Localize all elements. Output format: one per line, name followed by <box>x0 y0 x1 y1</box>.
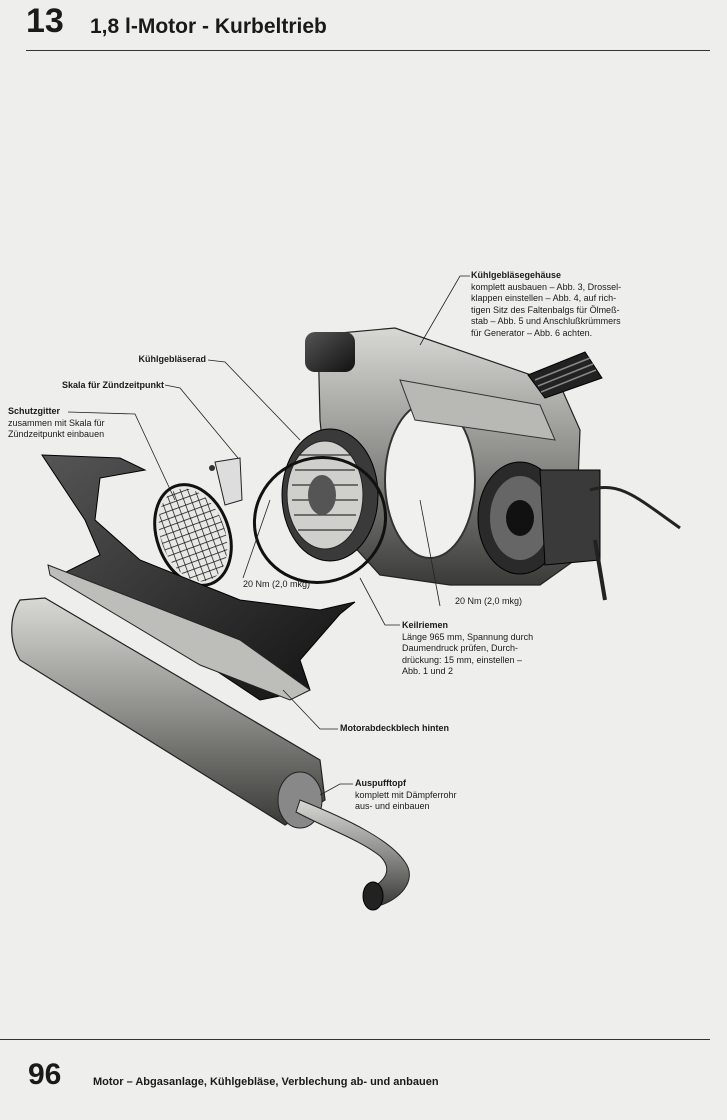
label-fan-wheel: Kühlgebläserad <box>138 354 206 364</box>
page-title: 1,8 l-Motor - Kurbeltrieb <box>90 15 327 38</box>
protective-grille <box>153 483 233 587</box>
page-number: 96 <box>28 1058 62 1091</box>
label-timing-scale: Skala für Zündzeitpunkt <box>61 380 164 390</box>
footer-section-title: Motor – Abgasanlage, Kühlgebläse, Verble… <box>93 1076 439 1088</box>
label-torque-right: 20 Nm (2,0 mkg) <box>455 596 523 606</box>
fan-wheel <box>281 428 379 562</box>
label-rear-cover-plate: Motorabdeckblech hinten <box>340 723 450 733</box>
muffler <box>11 597 410 911</box>
v-belt <box>252 456 388 584</box>
timing-scale-bracket <box>209 457 243 509</box>
header-rule <box>26 50 710 51</box>
footer-rule <box>0 1039 710 1040</box>
label-torque-left: 20 Nm (2,0 mkg) <box>243 579 311 589</box>
rear-engine-cover-plate <box>41 454 356 701</box>
label-protective-grille: Schutzgitter zusammen mit Skala für Zünd… <box>8 406 105 440</box>
generator <box>477 461 681 601</box>
label-muffler: Auspufftopf komplett mit Dämpferrohr aus… <box>355 778 457 812</box>
label-fan-housing: Kühlgebläsegehäuse komplett ausbauen – A… <box>471 270 622 338</box>
label-v-belt: Keilriemen Länge 965 mm, Spannung durch … <box>402 620 534 677</box>
chapter-number: 13 <box>26 2 64 40</box>
